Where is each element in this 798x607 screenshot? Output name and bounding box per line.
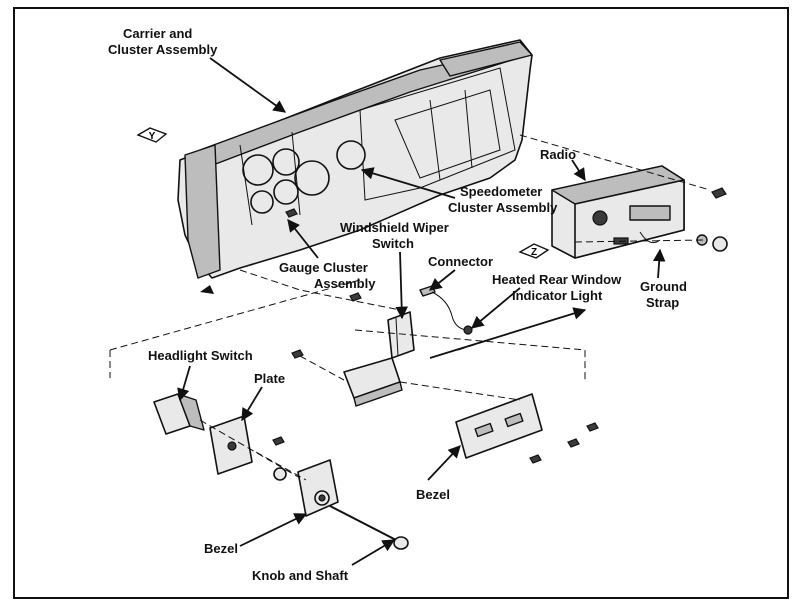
label-bezel-left: Bezel [204,541,238,556]
label-ground-line2: Strap [646,295,679,310]
leader-lines [177,57,666,566]
view-arrow-y: Y [136,127,168,143]
label-headlight-switch: Headlight Switch [148,348,253,363]
label-gauge-line2: Assembly [314,276,376,291]
alignment-lines [109,134,711,481]
label-knob-and-shaft: Knob and Shaft [252,568,349,583]
label-carrier-line2: Cluster Assembly [108,42,218,57]
small-pointer [200,285,214,294]
connector-and-indicator-light [419,285,473,335]
diagram-border [13,7,789,599]
view-y-letter: Y [149,131,156,142]
label-heated-line1: Heated Rear Window [492,272,622,287]
label-speedometer-line1: Speedometer [460,184,542,199]
center-switch [343,357,403,407]
label-bezel-right: Bezel [416,487,450,502]
label-wiper-line1: Windshield Wiper [340,220,449,235]
left-bezel [297,459,339,517]
label-plate: Plate [254,371,285,386]
carrier-cluster-assembly [177,39,533,279]
label-connector: Connector [428,254,493,269]
label-ground-line1: Ground [640,279,687,294]
label-speedometer-line2: Cluster Assembly [448,200,558,215]
plate [209,415,253,475]
label-wiper-line2: Switch [372,236,414,251]
right-bezel [455,393,543,459]
label-gauge-line1: Gauge Cluster [279,260,368,275]
view-arrow-z: Z [518,243,550,259]
label-carrier-line1: Carrier and [123,26,192,41]
label-radio: Radio [540,147,576,162]
headlight-switch [153,393,205,435]
view-z-letter: Z [531,247,537,258]
label-heated-line2: Indicator Light [512,288,603,303]
knob-and-shaft [329,505,409,550]
radio [551,165,685,259]
